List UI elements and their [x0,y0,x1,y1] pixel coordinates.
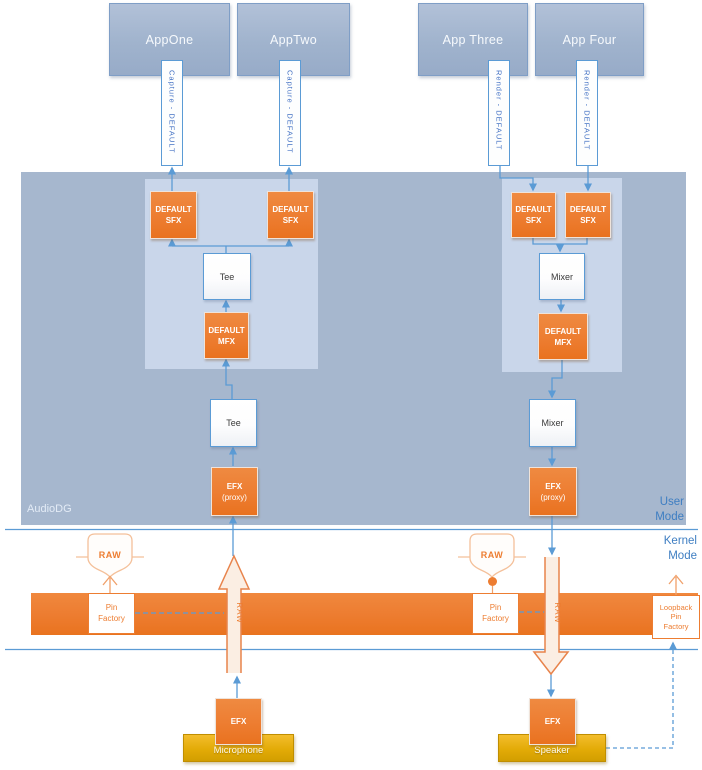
user-mode-label: User Mode [655,496,684,523]
app-label: App Four [562,32,617,47]
raw-badge-label: RAW [99,550,122,560]
raw-mode-badge-render: RAW [458,533,526,593]
efx-node-microphone: EFX [215,698,262,745]
efx-proxy-node-capture: EFX(proxy) [211,467,258,516]
pipe-label: Render - DEFAULT [582,70,592,151]
raw-connector-dot [488,577,497,586]
pipe-label: Render - DEFAULT [494,70,504,151]
raw-badge-label: RAW [481,550,504,560]
pipe-label: Capture - DEFAULT [285,70,295,154]
pipe-label: Capture - DEFAULT [167,70,177,154]
kernel-mode-label: Kernel Mode [663,535,697,562]
pipe-capture-appone: Capture - DEFAULT [161,60,183,166]
app-label: AppOne [145,32,194,47]
tee-node-inner: Tee [203,253,251,300]
pipe-capture-apptwo: Capture - DEFAULT [279,60,301,166]
loopback-dashed-arrow [606,641,677,749]
efx-node-speaker: EFX [529,698,576,745]
raw-mode-badge-capture: RAW [76,533,144,578]
mixer-node-outer: Mixer [529,399,576,447]
mixer-node-inner: Mixer [539,253,585,300]
app-box-appthree: App Three [418,3,528,76]
driver-bus-bar [31,593,698,635]
app-label: AppTwo [270,32,317,47]
tee-node-outer: Tee [210,399,257,447]
audiodg-label: AudioDG [27,503,72,515]
efx-proxy-node-render: EFX(proxy) [529,467,577,516]
pipe-render-appfour: Render - DEFAULT [576,60,598,166]
pipe-render-appthree: Render - DEFAULT [488,60,510,166]
app-label: App Three [442,32,504,47]
